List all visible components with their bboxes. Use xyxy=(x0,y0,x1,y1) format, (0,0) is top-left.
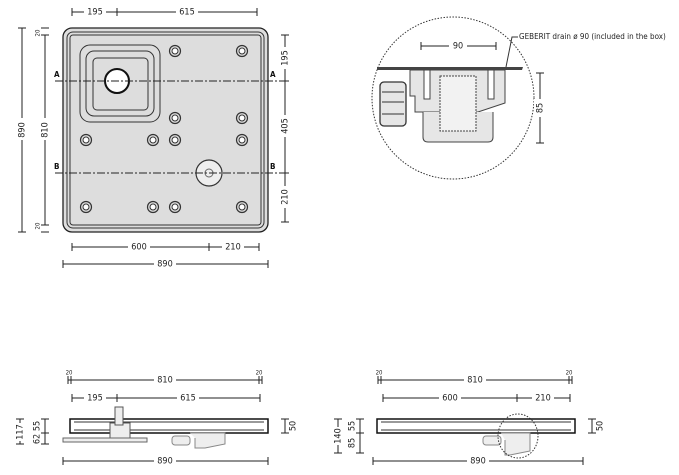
dim-rim-bottom: 20 xyxy=(35,222,42,229)
section-label-a-right: A xyxy=(270,70,276,79)
dim-rim-top: 20 xyxy=(35,29,42,36)
dim-left-810: 810 xyxy=(41,122,51,137)
dim-b-810: 810 xyxy=(467,376,482,386)
tray-section-b xyxy=(376,418,576,434)
dim-b-210: 210 xyxy=(535,394,550,404)
dim-a-62: 62 xyxy=(33,434,43,444)
section-b-view: 20 20 810 600 210 140 55 85 50 890 xyxy=(332,370,606,467)
leg-support xyxy=(109,422,131,441)
detail-marker xyxy=(497,413,539,459)
dim-b-55: 55 xyxy=(348,421,358,431)
dim-b-600: 600 xyxy=(442,394,457,404)
dim-left-890: 890 xyxy=(18,122,28,137)
dim-a-rim-left: 20 xyxy=(66,370,73,377)
section-label-b-right: B xyxy=(270,162,275,171)
dim-b-rim-right: 20 xyxy=(566,370,573,377)
dim-top-195: 195 xyxy=(87,8,102,18)
dim-a-890: 890 xyxy=(157,457,172,467)
drain-outlet-nut xyxy=(379,81,407,127)
dim-a-615: 615 xyxy=(180,394,195,404)
dim-b-140: 140 xyxy=(334,428,344,443)
tray-section-a xyxy=(69,418,269,434)
section-label-b: B xyxy=(54,162,59,171)
seat-recess xyxy=(79,44,161,123)
dim-right-405: 405 xyxy=(281,118,291,133)
plan-view: A A B B 195 615 890 810 20 20 195 405 21… xyxy=(16,6,291,270)
dim-right-210: 210 xyxy=(281,189,291,204)
dim-b-50: 50 xyxy=(596,421,606,431)
dim-b-rim-left: 20 xyxy=(376,370,383,377)
dim-a-50: 50 xyxy=(289,421,299,431)
dim-drain-90: 90 xyxy=(453,42,463,52)
dim-a-117: 117 xyxy=(16,424,26,439)
dim-b-890: 890 xyxy=(470,457,485,467)
drain-callout: GEBERIT drain ø 90 (included in the box) xyxy=(519,32,666,41)
section-label-a: A xyxy=(54,70,60,79)
dim-right-195: 195 xyxy=(281,50,291,65)
detail-circle xyxy=(371,16,535,180)
dim-a-rim-right: 20 xyxy=(256,370,263,377)
dim-bottom-890: 890 xyxy=(157,260,172,270)
dim-drain-85: 85 xyxy=(536,103,546,113)
dim-bottom-210: 210 xyxy=(225,243,240,253)
section-a-view: 20 20 810 195 615 117 55 62 50 890 xyxy=(14,370,299,467)
tray-outline xyxy=(62,27,269,233)
dim-a-195: 195 xyxy=(87,394,102,404)
dim-top-615: 615 xyxy=(179,8,194,18)
dim-a-810: 810 xyxy=(157,376,172,386)
dim-a-55: 55 xyxy=(33,421,43,431)
dim-b-85: 85 xyxy=(348,438,358,448)
dim-bottom-600: 600 xyxy=(131,243,146,253)
drain-detail-view: 90 85 GEBERIT drain ø 90 (included in th… xyxy=(371,16,666,180)
